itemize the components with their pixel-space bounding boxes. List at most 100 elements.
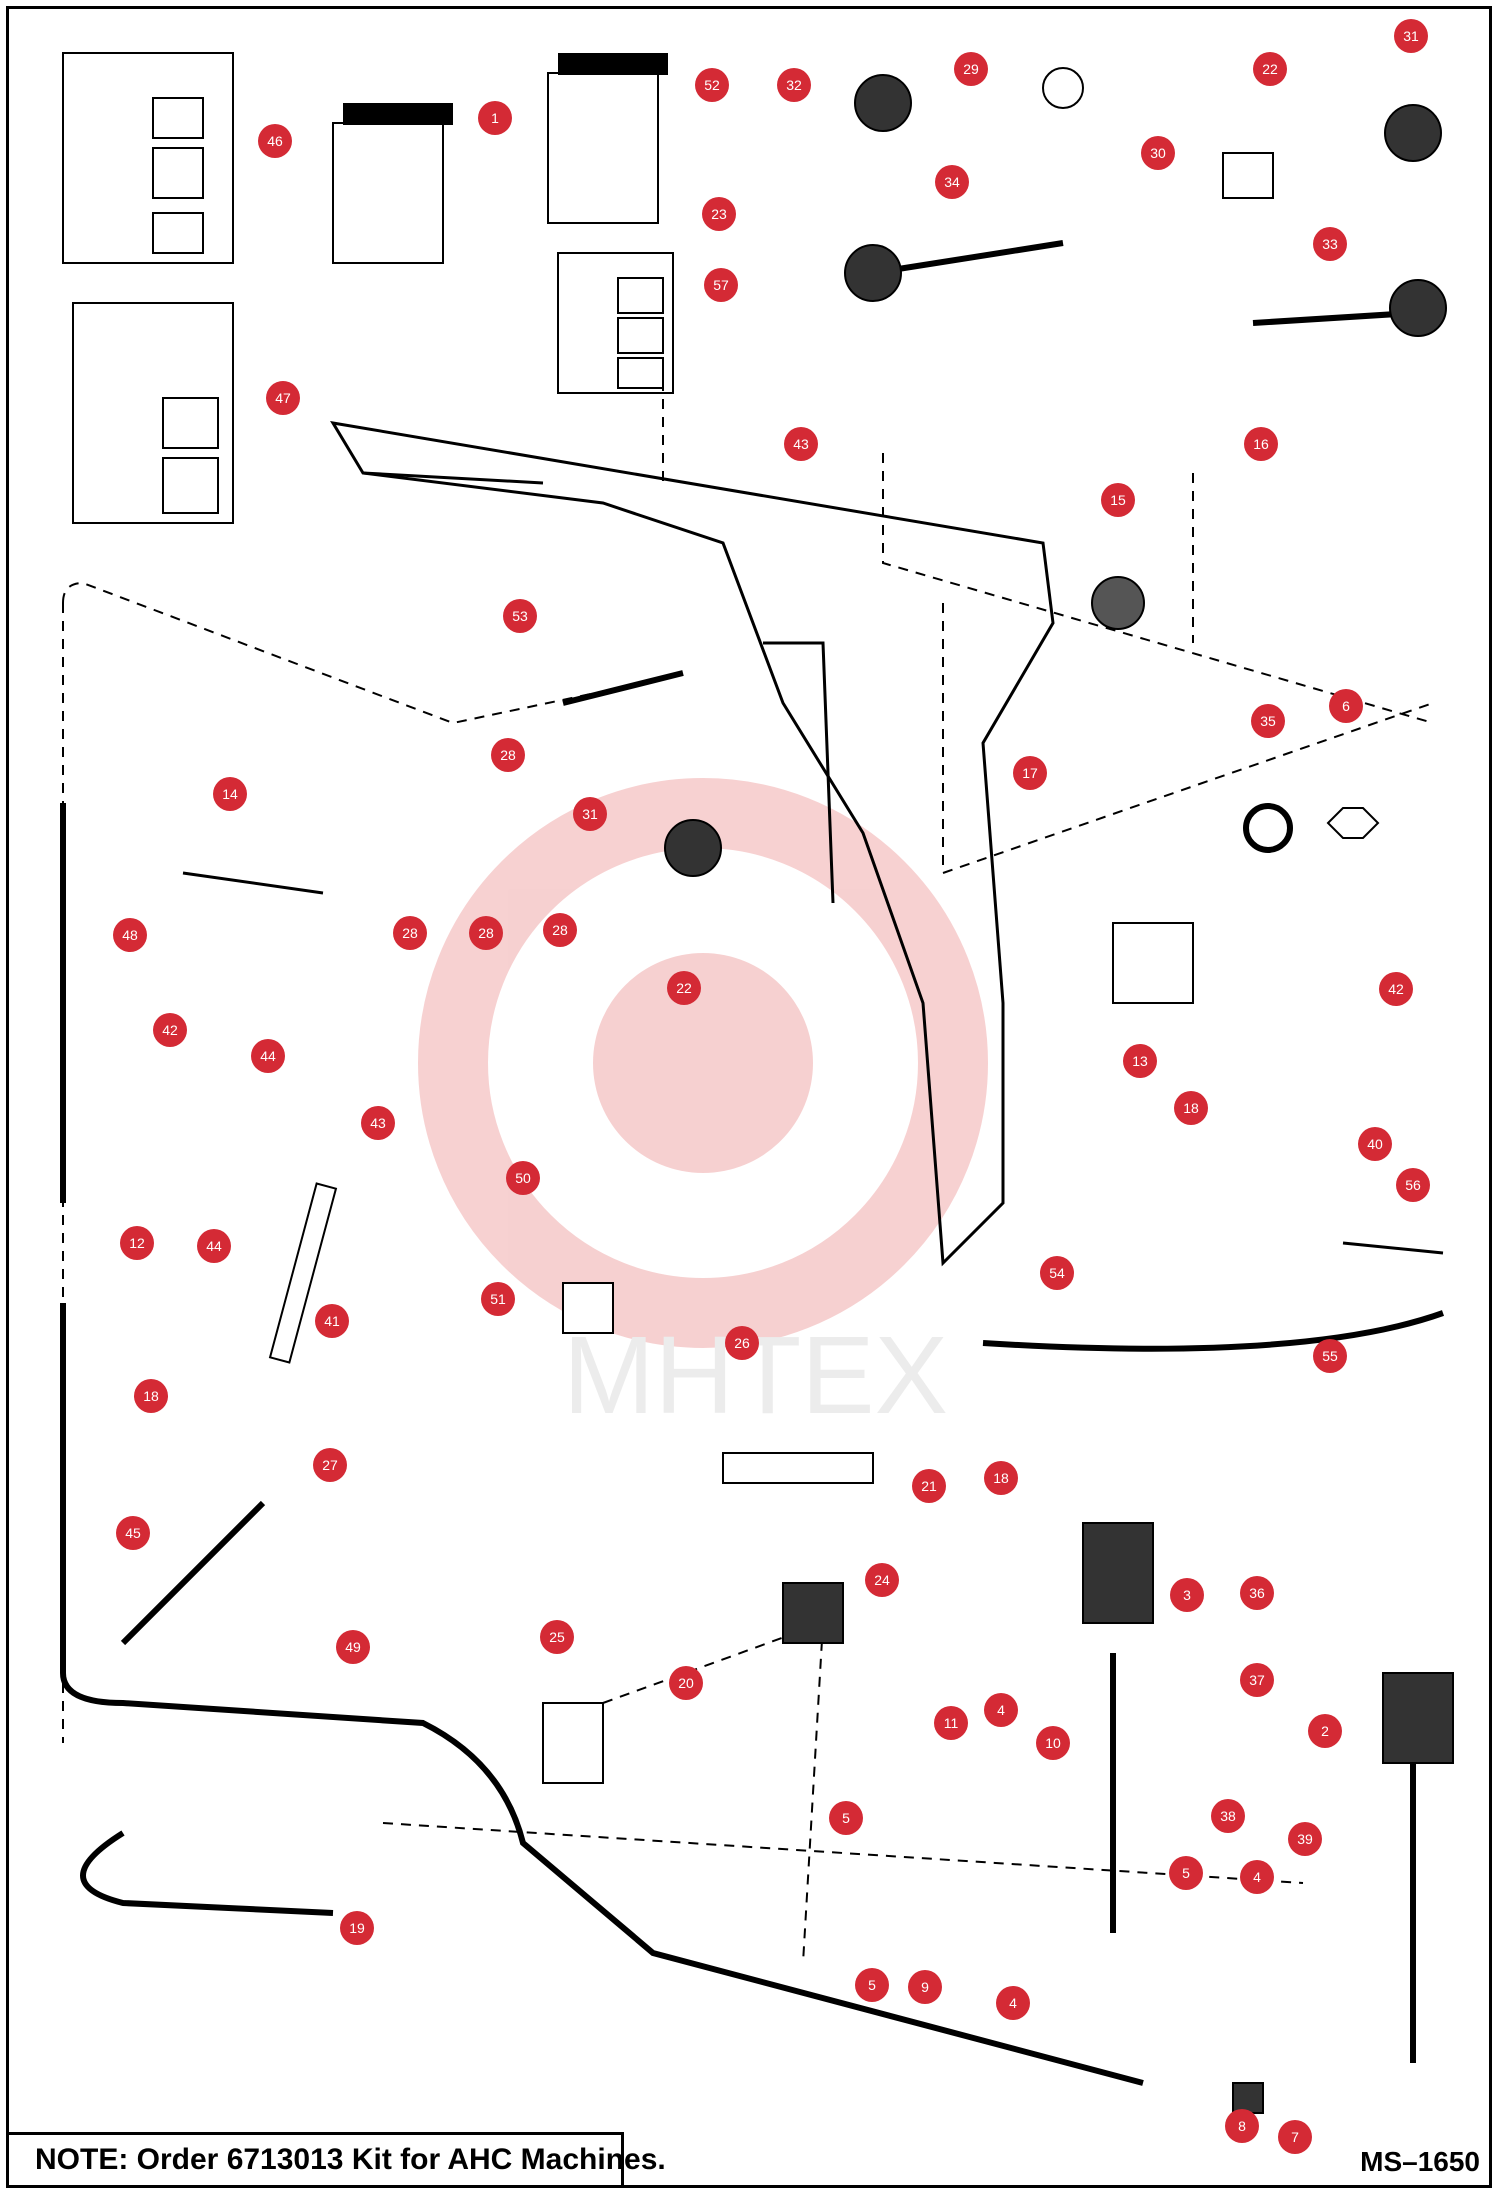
svg-text:25: 25 [549, 1629, 565, 1645]
callout-5-a: 5 [829, 1801, 863, 1835]
note-text: Order 6713013 Kit for AHC Machines. [128, 2143, 666, 2176]
svg-text:18: 18 [143, 1388, 159, 1404]
svg-text:53: 53 [512, 608, 528, 624]
callout-54: 54 [1040, 1256, 1074, 1290]
callout-7: 7 [1278, 2120, 1312, 2154]
relay-24 [782, 1582, 844, 1644]
connector-31 [1384, 104, 1442, 162]
callout-28-a: 28 [491, 738, 525, 772]
switch-housing-2 [1382, 1672, 1454, 1764]
callout-44-b: 44 [197, 1229, 231, 1263]
callout-42-a: 42 [153, 1013, 187, 1047]
callout-51: 51 [481, 1282, 515, 1316]
switch-25 [542, 1702, 604, 1784]
svg-text:16: 16 [1253, 436, 1269, 452]
svg-text:11: 11 [944, 1715, 959, 1731]
callout-22-a: 22 [1253, 52, 1287, 86]
cable-27 [120, 1500, 266, 1646]
callout-19: 19 [340, 1911, 374, 1945]
nut-6 [1326, 807, 1380, 839]
callout-4-c: 4 [996, 1986, 1030, 2020]
svg-text:4: 4 [997, 1702, 1005, 1718]
svg-text:33: 33 [1322, 236, 1338, 252]
svg-text:43: 43 [793, 436, 809, 452]
instruction-sheet-46 [62, 52, 234, 264]
svg-text:55: 55 [1322, 1348, 1338, 1364]
callout-25: 25 [540, 1620, 574, 1654]
callout-11: 11 [934, 1706, 968, 1740]
svg-text:17: 17 [1022, 765, 1038, 781]
callout-45: 45 [116, 1516, 150, 1550]
connector-30 [1222, 152, 1274, 199]
callout-28-b: 28 [393, 916, 427, 950]
callout-2: 2 [1308, 1714, 1342, 1748]
relay-51 [562, 1282, 614, 1334]
callout-29: 29 [954, 52, 988, 86]
callout-15: 15 [1101, 483, 1135, 517]
svg-text:37: 37 [1249, 1672, 1265, 1688]
svg-text:31: 31 [582, 806, 598, 822]
callout-27: 27 [313, 1448, 347, 1482]
svg-text:50: 50 [515, 1170, 531, 1186]
svg-text:30: 30 [1150, 145, 1166, 161]
callout-47: 47 [266, 381, 300, 415]
svg-text:34: 34 [944, 174, 960, 190]
connector-33-end [1389, 279, 1447, 337]
callout-50: 50 [506, 1161, 540, 1195]
svg-text:7: 7 [1291, 2129, 1299, 2145]
svg-text:52: 52 [704, 77, 720, 93]
callout-8: 8 [1225, 2109, 1259, 2143]
callout-44-a: 44 [251, 1039, 285, 1073]
svg-text:8: 8 [1238, 2118, 1246, 2134]
callout-18-a: 18 [1174, 1091, 1208, 1125]
bracket-26 [722, 1452, 874, 1484]
bracket-13 [1112, 922, 1194, 1004]
svg-text:56: 56 [1405, 1177, 1421, 1193]
callout-12-a: 12 [120, 1226, 154, 1260]
cable-19 [80, 1830, 334, 1916]
callout-57: 57 [704, 268, 738, 302]
callout-41: 41 [315, 1304, 349, 1338]
svg-text:4: 4 [1253, 1869, 1261, 1885]
callout-17: 17 [1013, 756, 1047, 790]
callout-34: 34 [935, 165, 969, 199]
callout-6: 6 [1329, 689, 1363, 723]
callout-20: 20 [669, 1666, 703, 1700]
callout-35: 35 [1251, 704, 1285, 738]
connector-8 [1232, 2082, 1264, 2114]
callout-13: 13 [1123, 1044, 1157, 1078]
svg-text:13: 13 [1132, 1053, 1148, 1069]
callout-48: 48 [113, 918, 147, 952]
svg-text:14: 14 [222, 786, 238, 802]
svg-text:32: 32 [786, 77, 802, 93]
svg-text:27: 27 [322, 1457, 338, 1473]
knob-15 [1091, 576, 1145, 630]
svg-text:18: 18 [993, 1470, 1009, 1486]
callout-56: 56 [1396, 1168, 1430, 1202]
svg-text:28: 28 [402, 925, 418, 941]
callout-33: 33 [1313, 227, 1347, 261]
callout-23: 23 [702, 197, 736, 231]
connector-31-b [664, 819, 722, 877]
note-prefix: NOTE: [35, 2143, 129, 2176]
callout-43-b: 43 [361, 1106, 395, 1140]
switch-housing-3 [1082, 1522, 1154, 1624]
svg-text:45: 45 [125, 1525, 141, 1541]
svg-text:3: 3 [1183, 1587, 1191, 1603]
callout-43-a: 43 [784, 427, 818, 461]
svg-text:12: 12 [129, 1235, 145, 1251]
svg-text:4: 4 [1009, 1995, 1017, 2011]
callout-4-a: 4 [984, 1693, 1018, 1727]
callout-52: 52 [695, 68, 729, 102]
svg-text:35: 35 [1260, 713, 1276, 729]
callout-31-a: 31 [1394, 19, 1428, 53]
svg-text:26: 26 [734, 1335, 750, 1351]
harness-49 [60, 1303, 1144, 2086]
extension-cord-34 [872, 240, 1064, 276]
svg-text:18: 18 [1183, 1100, 1199, 1116]
callout-46: 46 [258, 124, 292, 158]
svg-text:44: 44 [260, 1048, 276, 1064]
cable-55 [982, 1310, 1445, 1352]
extension-cord-33 [1252, 310, 1414, 326]
frame-outline [330, 420, 1055, 1267]
